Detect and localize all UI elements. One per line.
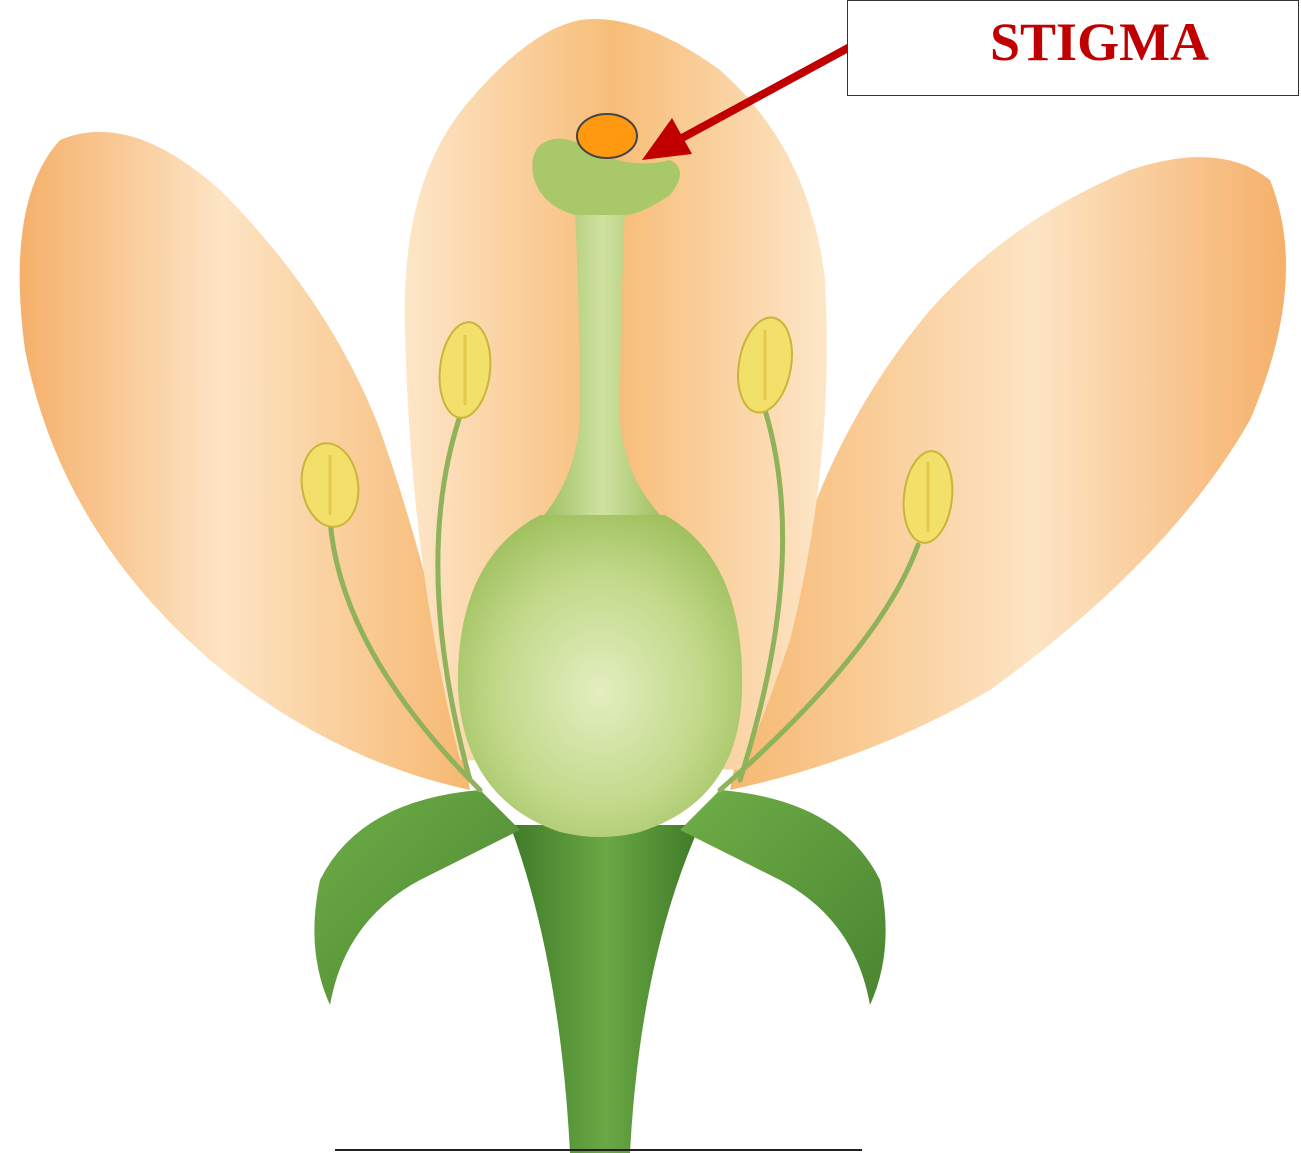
stem: [510, 825, 700, 1153]
label-box: STIGMA: [847, 0, 1299, 96]
answer-line: [335, 1149, 862, 1151]
sepal-right: [680, 790, 886, 1005]
sepal-left: [314, 790, 520, 1005]
ovary: [458, 515, 742, 837]
petal-left: [20, 132, 470, 790]
stigma-marker: [577, 114, 637, 158]
stigma-label: STIGMA: [990, 15, 1209, 69]
